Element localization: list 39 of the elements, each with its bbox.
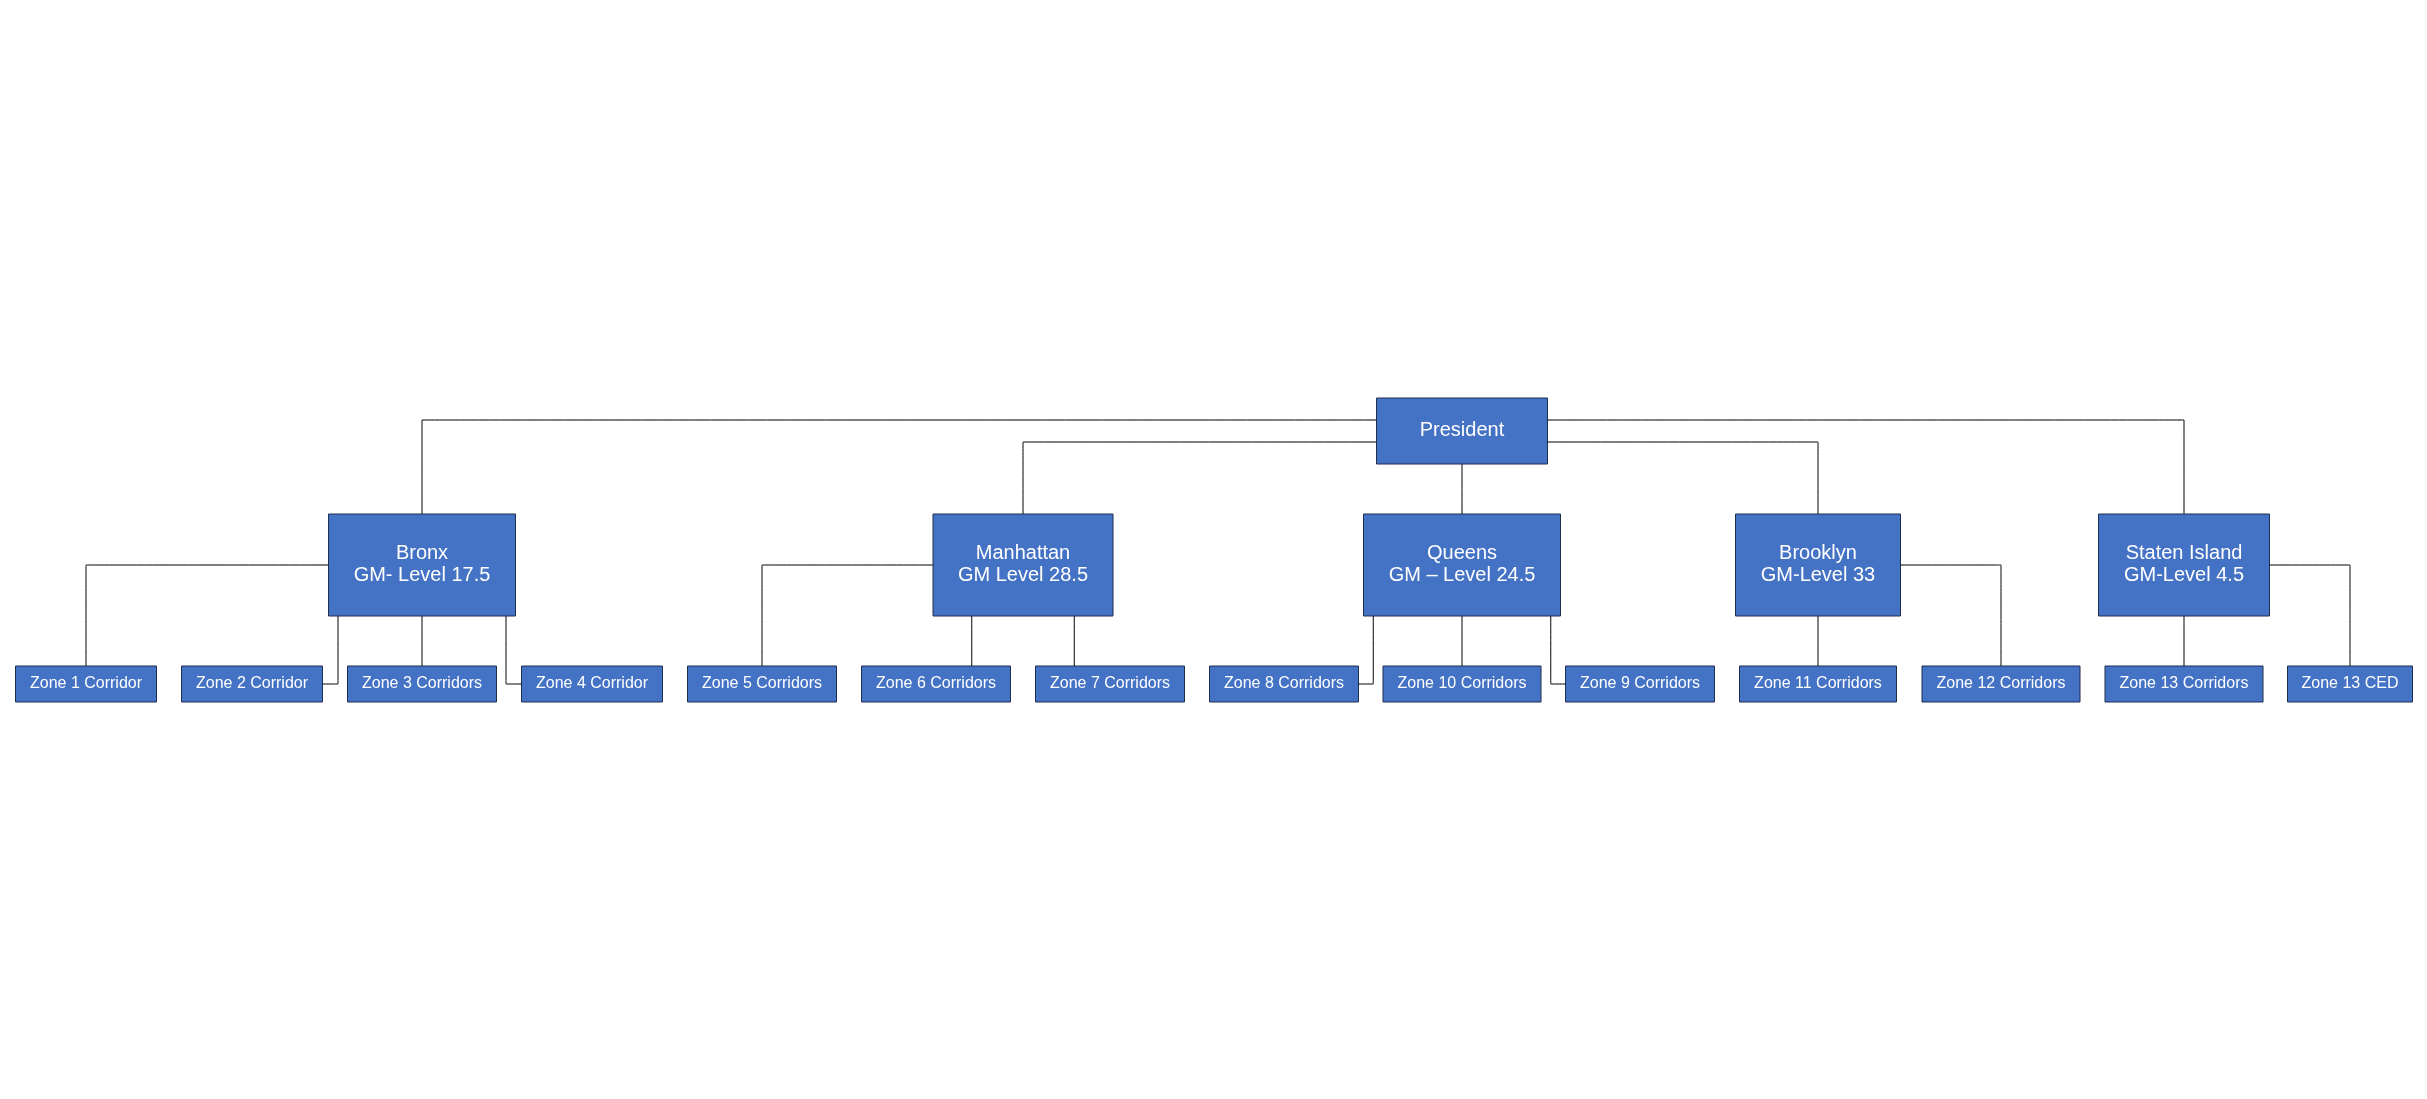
- node-box: Bronx GM- Level 17.5: [327, 513, 516, 616]
- connector: [421, 615, 422, 666]
- connector: [2268, 564, 2350, 666]
- connector: [1357, 615, 1374, 684]
- connector: [1461, 463, 1462, 514]
- node-box: Zone 3 Corridors: [346, 665, 497, 702]
- node-box: Zone 2 Corridor: [180, 665, 323, 702]
- node-box: Zone 9 Corridors: [1564, 665, 1715, 702]
- connector: [2183, 615, 2184, 666]
- node-box: Zone 8 Corridors: [1208, 665, 1359, 702]
- connector: [1549, 615, 1566, 684]
- connector: [1546, 441, 1818, 514]
- connector: [1022, 441, 1377, 514]
- connector: [1817, 615, 1818, 666]
- connector: [1073, 615, 1075, 666]
- node-box: Zone 6 Corridors: [860, 665, 1011, 702]
- node-box: Zone 13 CED: [2286, 665, 2413, 702]
- node-box: Zone 7 Corridors: [1034, 665, 1185, 702]
- connector: [970, 615, 972, 666]
- node-box: Zone 4 Corridor: [520, 665, 663, 702]
- node-box: Zone 10 Corridors: [1382, 665, 1541, 702]
- connector: [421, 419, 1377, 514]
- node-box: Zone 13 Corridors: [2104, 665, 2263, 702]
- node-box: Queens GM – Level 24.5: [1362, 513, 1561, 616]
- connector: [85, 564, 329, 666]
- connector: [761, 564, 933, 666]
- connector: [1899, 564, 2001, 666]
- node-box: Zone 12 Corridors: [1921, 665, 2080, 702]
- connector: [321, 615, 338, 684]
- node-box: President: [1375, 397, 1548, 464]
- node-box: Zone 5 Corridors: [686, 665, 837, 702]
- connector: [1546, 419, 2184, 514]
- node-box: Manhattan GM Level 28.5: [932, 513, 1113, 616]
- connector: [505, 615, 522, 684]
- node-box: Brooklyn GM-Level 33: [1734, 513, 1901, 616]
- node-box: Staten Island GM-Level 4.5: [2097, 513, 2270, 616]
- node-box: Zone 1 Corridor: [14, 665, 157, 702]
- node-box: Zone 11 Corridors: [1738, 665, 1897, 702]
- connector: [1461, 615, 1462, 666]
